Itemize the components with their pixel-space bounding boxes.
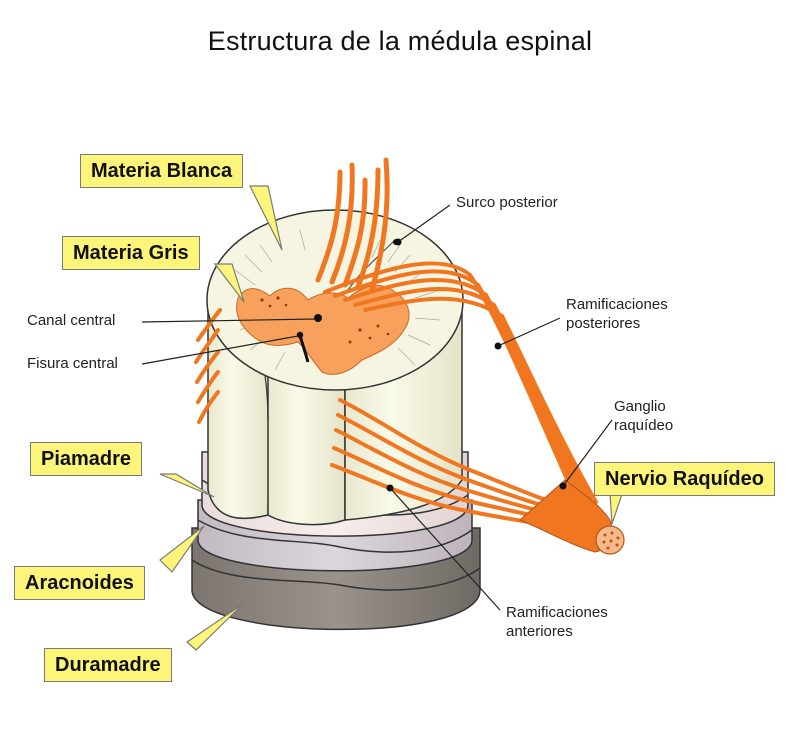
label-ganglio-raquideo-line1: Ganglio xyxy=(614,398,666,415)
left-rootlets xyxy=(194,308,222,424)
label-ramificaciones-anteriores-line1: Ramificaciones xyxy=(506,604,608,621)
label-canal-central: Canal central xyxy=(27,312,116,329)
plain-leader-dots xyxy=(386,238,567,492)
callout-leaders xyxy=(159,185,623,651)
diagram-title: Estructura de la médula espinal xyxy=(207,26,593,56)
cross-section xyxy=(206,209,464,391)
label-ramificaciones-posteriores-line2: posteriores xyxy=(566,315,641,332)
label-surco-posterior: Surco posterior xyxy=(456,194,558,211)
label-ramificaciones-posteriores: Ramificaciones posteriores xyxy=(566,295,668,333)
label-ganglio-raquideo-line2: raquídeo xyxy=(614,417,674,434)
label-ramificaciones-anteriores: Ramificaciones anteriores xyxy=(506,603,608,641)
label-nervio-raquideo: Nervio Raquídeo xyxy=(594,462,775,496)
label-piamadre: Piamadre xyxy=(30,442,143,476)
plain-leaders xyxy=(141,204,613,611)
label-ganglio-raquideo: Ganglio raquídeo xyxy=(614,397,673,435)
label-ramificaciones-anteriores-line2: anteriores xyxy=(506,623,573,640)
spinal-nerve-trunk xyxy=(519,479,625,555)
label-fisura-central: Fisura central xyxy=(27,355,118,372)
posterior-root-fibers xyxy=(323,261,598,504)
label-ramificaciones-posteriores-line1: Ramificaciones xyxy=(566,296,668,313)
label-materia-gris: Materia Gris xyxy=(62,236,200,270)
label-duramadre: Duramadre xyxy=(44,648,172,682)
label-aracnoides: Aracnoides xyxy=(14,566,145,600)
label-materia-blanca: Materia Blanca xyxy=(80,154,244,188)
